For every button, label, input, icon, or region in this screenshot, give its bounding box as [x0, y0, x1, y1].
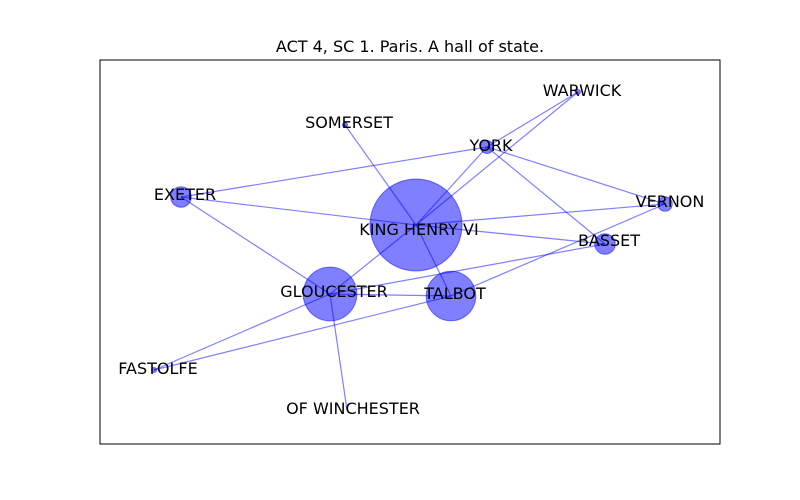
edge-gloucester-fastolfe — [153, 293, 331, 371]
node-warwick — [575, 89, 581, 95]
node-label-talbot: TALBOT — [423, 284, 486, 303]
edge-exeter-york — [180, 146, 488, 198]
node-fastolfe — [151, 367, 157, 373]
node-vernon — [657, 196, 673, 212]
edge-talbot-fastolfe — [153, 295, 452, 371]
edge-york-basset — [486, 146, 606, 245]
plot-frame — [99, 59, 721, 445]
labels-layer: KING HENRY VI GLOUCESTER TALBOT EXETER YORK S… — [118, 81, 704, 418]
node-king-henry-vi — [369, 178, 463, 272]
node-label-warwick: WARWICK — [543, 81, 622, 100]
node-label-king-henry-vi: KING HENRY VI — [359, 220, 478, 239]
edge-york-vernon — [486, 146, 666, 205]
edge-exeter-gloucester — [180, 196, 331, 295]
node-label-somerset: SOMERSET — [305, 113, 393, 132]
edge-talbot-vernon — [450, 203, 666, 297]
node-label-fastolfe: FASTOLFE — [118, 359, 197, 378]
nodes-layer — [151, 89, 673, 373]
node-talbot — [425, 270, 477, 322]
edge-york-warwick — [486, 91, 579, 148]
node-label-vernon: VERNON — [636, 192, 705, 211]
node-exeter — [170, 186, 192, 208]
edge-gloucester-basset — [329, 243, 606, 295]
node-label-york: YORK — [468, 136, 513, 155]
figure-title: ACT 4, SC 1. Paris. A hall of state. — [276, 37, 544, 56]
node-label-exeter: EXETER — [154, 185, 216, 204]
node-label-gloucester: GLOUCESTER — [280, 282, 387, 301]
node-gloucester — [302, 266, 358, 322]
node-label-of-winchester: OF WINCHESTER — [286, 399, 420, 418]
node-basset — [594, 233, 616, 255]
node-york — [479, 139, 495, 155]
node-label-basset: BASSET — [578, 231, 640, 250]
node-somerset — [341, 121, 349, 129]
